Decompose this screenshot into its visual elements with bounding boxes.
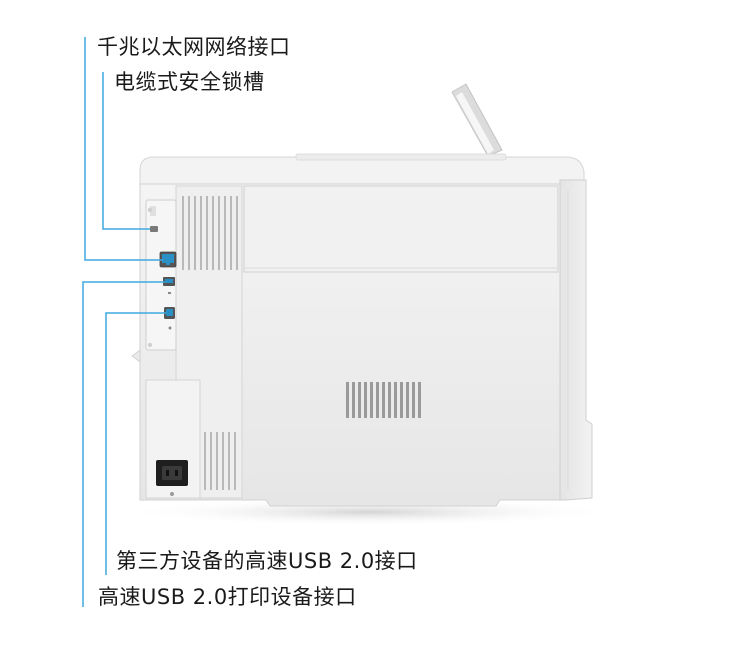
usb-a-port-icon xyxy=(163,277,175,286)
callout-ethernet: 千兆以太网网络接口 xyxy=(97,35,291,59)
output-tray-arm xyxy=(451,83,503,157)
power-socket-icon xyxy=(156,460,188,486)
vent-grille-lower xyxy=(204,432,236,490)
printer-side xyxy=(559,179,593,501)
callout-usb-printing: 高速USB 2.0打印设备接口 xyxy=(98,585,357,609)
printer-top xyxy=(139,156,585,185)
rear-access-cover xyxy=(243,185,559,273)
callout-lines xyxy=(82,37,166,607)
callout-line-ethernet xyxy=(84,37,163,261)
formatter-card xyxy=(145,199,177,351)
ethernet-port-icon xyxy=(159,251,177,268)
callout-security-lock: 电缆式安全锁槽 xyxy=(114,70,265,94)
callout-line-lock xyxy=(102,72,150,230)
security-lock-slot xyxy=(150,226,158,232)
callout-usb-host: 第三方设备的高速USB 2.0接口 xyxy=(116,549,418,573)
vent-grille-upper xyxy=(182,196,238,270)
usb-b-port-icon xyxy=(164,307,175,319)
callout-line-usb-print xyxy=(82,281,165,607)
vent-grille-center xyxy=(346,382,421,418)
callout-line-usb-host xyxy=(105,312,166,575)
